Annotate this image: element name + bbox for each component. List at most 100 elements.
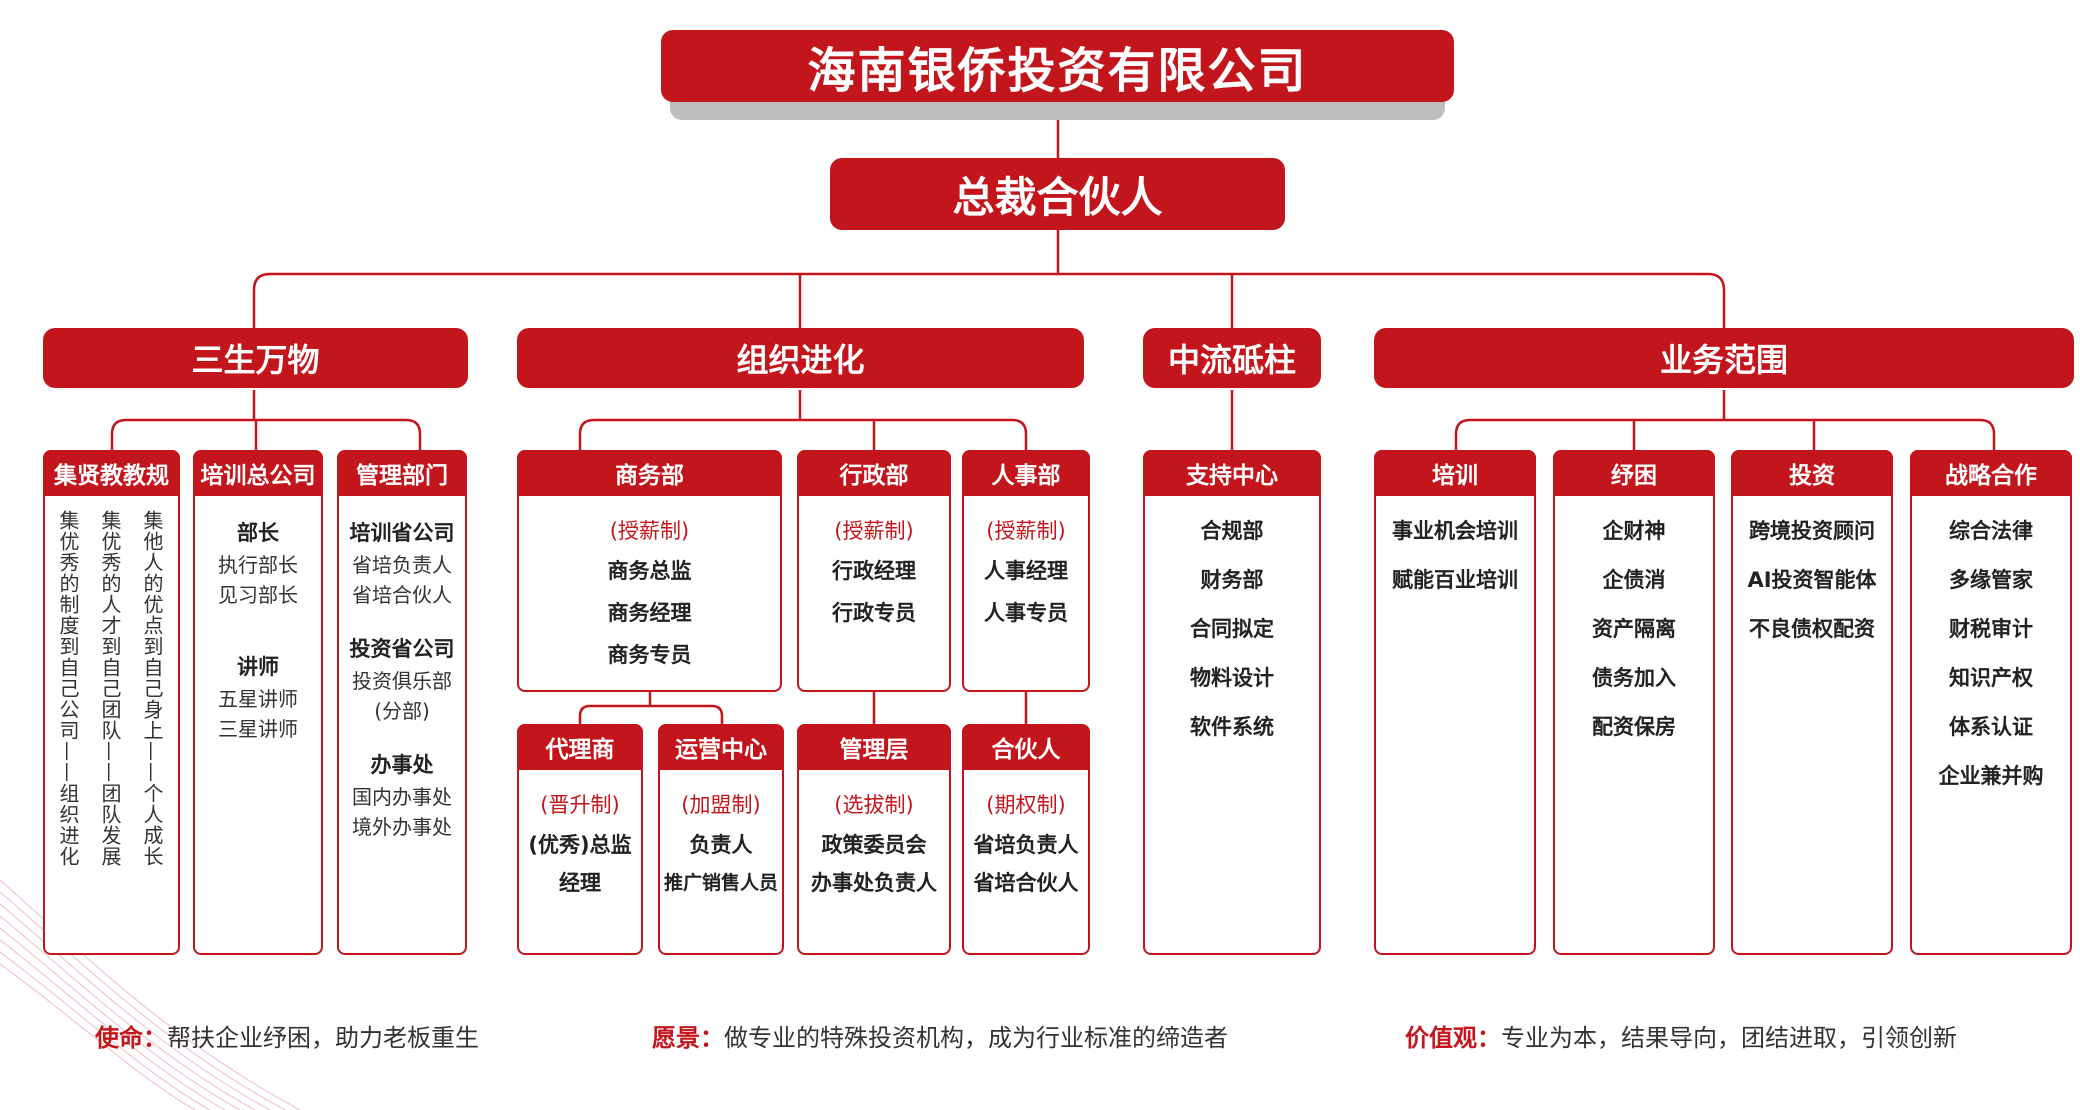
item: 配资保房 [1592,715,1676,739]
item: 商务经理 [607,601,692,625]
values-line: 价值观：专业为本，结果导向，团结进取，引领创新 [1405,1018,1957,1053]
vision-text: 做专业的特殊投资机构，成为行业标准的缔造者 [724,1024,1228,1052]
item: 商务总监 [607,559,692,583]
item: 赋能百业培训 [1392,568,1518,592]
pay-tag: (选拔制) [834,793,914,817]
card-shukun: 纾困 企财神 企债消 资产隔离 债务加入 配资保房 [1553,450,1715,955]
item: (优秀)总监 [528,833,632,857]
branch-zuzhi: 组织进化 [517,328,1084,388]
card-zhichi: 支持中心 合规部 财务部 合同拟定 物料设计 软件系统 [1143,450,1321,955]
item: 资产隔离 [1592,617,1676,641]
item: 境外办事处 [352,815,452,839]
item: 执行部长 [218,553,298,577]
card-title: 培训 [1374,450,1536,496]
branch-yewu: 业务范围 [1374,328,2074,388]
card-title: 人事部 [962,450,1090,496]
item: 行政专员 [832,601,916,625]
values-text: 专业为本，结果导向，团结进取，引领创新 [1501,1024,1957,1052]
item: 合规部 [1200,519,1264,543]
vision-label: 愿景： [652,1024,724,1052]
item: 国内办事处 [352,785,452,809]
item: 事业机会培训 [1392,519,1518,543]
card-peixun-zong: 培训总公司 部长 执行部长 见习部长 讲师 五星讲师 三星讲师 [193,450,323,955]
item: 不良债权配资 [1749,617,1875,641]
card-title: 战略合作 [1910,450,2072,496]
pay-tag: (授薪制) [986,519,1066,543]
card-title: 纾困 [1553,450,1715,496]
card-hehuoren: 合伙人 (期权制) 省培负责人 省培合伙人 [962,724,1090,955]
item: 负责人 [689,833,753,857]
branch-zhongliu: 中流砥柱 [1143,328,1321,388]
card-title: 投资 [1731,450,1893,496]
card-title: 合伙人 [962,724,1090,770]
item: 投资俱乐部 [352,669,452,693]
pay-tag: (加盟制) [681,793,761,817]
item: 财务部 [1200,568,1264,592]
item: 经理 [559,871,601,895]
president-box: 总裁合伙人 [830,158,1285,230]
item: AI投资智能体 [1747,568,1877,592]
card-title: 商务部 [517,450,782,496]
jixian-col2: 集优秀的人才到自己团队——团队发展 [98,510,122,867]
item: 三星讲师 [218,717,298,741]
group-head: 办事处 [370,753,434,777]
group-head: 投资省公司 [349,637,455,661]
pay-tag: (授薪制) [609,519,690,543]
card-guanlceng: 管理层 (选拔制) 政策委员会 办事处负责人 [797,724,951,955]
card-dailishang: 代理商 (晋升制) (优秀)总监 经理 [517,724,643,955]
item: 企财神 [1602,519,1666,543]
pay-tag: (晋升制) [540,793,620,817]
card-title: 支持中心 [1143,450,1321,496]
card-touzi: 投资 跨境投资顾问 AI投资智能体 不良债权配资 [1731,450,1893,955]
item: 知识产权 [1949,666,2033,690]
item: 省培合伙人 [352,583,452,607]
item: 人事经理 [984,559,1068,583]
item: 五星讲师 [218,687,298,711]
company-title: 海南银侨投资有限公司 [661,30,1454,102]
card-renshi: 人事部 (授薪制) 人事经理 人事专员 [962,450,1090,692]
item: 行政经理 [832,559,916,583]
item: 省培负责人 [973,833,1079,857]
item: 综合法律 [1949,519,2033,543]
item: 省培合伙人 [973,871,1079,895]
group-head: 讲师 [237,655,279,679]
item: 企债消 [1602,568,1666,592]
item: (分部) [374,699,430,723]
item: 政策委员会 [821,833,927,857]
card-yunying: 运营中心 (加盟制) 负责人 推广销售人员 [658,724,784,955]
card-guanli: 管理部门 培训省公司 省培负责人 省培合伙人 投资省公司 投资俱乐部 (分部) … [337,450,467,955]
branch-sansheng: 三生万物 [43,328,468,388]
card-title: 行政部 [797,450,951,496]
mission-text: 帮扶企业纾困，助力老板重生 [167,1024,479,1052]
group-head: 培训省公司 [349,521,455,545]
card-title: 管理部门 [337,450,467,496]
item: 跨境投资顾问 [1749,519,1875,543]
pay-tag: (授薪制) [834,519,914,543]
item: 物料设计 [1190,666,1274,690]
item: 推广销售人员 [663,872,778,894]
item: 省培负责人 [352,553,452,577]
jixian-col1: 集他人的优点到自己身上——个人成长 [140,510,164,867]
item: 办事处负责人 [811,871,937,895]
vision-line: 愿景：做专业的特殊投资机构，成为行业标准的缔造者 [652,1018,1228,1053]
item: 多缘管家 [1949,568,2033,592]
card-peixun: 培训 事业机会培训 赋能百业培训 [1374,450,1536,955]
card-xingzheng: 行政部 (授薪制) 行政经理 行政专员 [797,450,951,692]
pay-tag: (期权制) [986,793,1066,817]
item: 企业兼并购 [1938,764,2044,788]
card-title: 运营中心 [658,724,784,770]
card-jixian: 集贤教教规 集他人的优点到自己身上——个人成长 集优秀的人才到自己团队——团队发… [43,450,180,955]
values-label: 价值观： [1405,1024,1501,1052]
item: 体系认证 [1949,715,2033,739]
item: 人事专员 [984,601,1068,625]
card-shangwu: 商务部 (授薪制) 商务总监 商务经理 商务专员 [517,450,782,692]
mission-line: 使命：帮扶企业纾困，助力老板重生 [95,1018,479,1053]
item: 财税审计 [1949,617,2033,641]
card-zhanlue: 战略合作 综合法律 多缘管家 财税审计 知识产权 体系认证 企业兼并购 [1910,450,2072,955]
item: 合同拟定 [1190,617,1274,641]
jixian-col3: 集优秀的制度到自己公司——组织进化 [56,510,80,867]
item: 软件系统 [1190,715,1274,739]
card-title: 代理商 [517,724,643,770]
